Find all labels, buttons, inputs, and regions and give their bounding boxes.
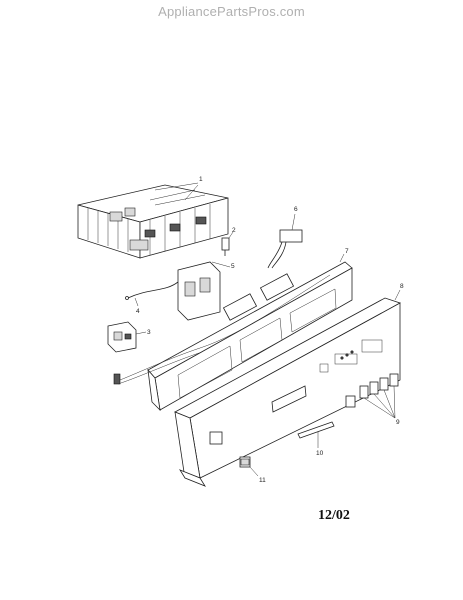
part-10-trim-strip: 10 — [297, 421, 335, 457]
part-3-component: 3 — [107, 321, 151, 353]
watermark-text: AppliancePartsPros.com — [158, 4, 305, 19]
part-11-cap: 11 — [239, 456, 266, 484]
callout-1: 1 — [154, 176, 203, 201]
callout-label-6: 6 — [294, 206, 298, 213]
callout-label-2: 2 — [232, 227, 236, 234]
part-9-buttons: 9 — [345, 373, 400, 426]
part-4-wire: 4 — [125, 281, 179, 315]
callout-label-8: 8 — [400, 283, 404, 290]
callout-label-11: 11 — [259, 477, 266, 484]
part-6-connector: 6 — [267, 206, 303, 269]
part-1-control-board — [77, 184, 229, 259]
part-5-selector: 5 — [177, 261, 235, 321]
callout-label-7: 7 — [345, 248, 349, 255]
part-7-inner-panel: 7 — [113, 248, 353, 412]
callout-label-4: 4 — [136, 308, 140, 315]
part-2-switch: 2 — [221, 227, 236, 256]
callout-label-1: 1 — [199, 176, 203, 183]
callout-label-3: 3 — [147, 329, 151, 336]
callout-label-9: 9 — [396, 419, 400, 426]
date-code: 12/02 — [318, 508, 350, 523]
callout-label-5: 5 — [231, 263, 235, 270]
part-8-outer-panel: 8 — [174, 283, 404, 487]
callout-label-10: 10 — [316, 450, 324, 457]
